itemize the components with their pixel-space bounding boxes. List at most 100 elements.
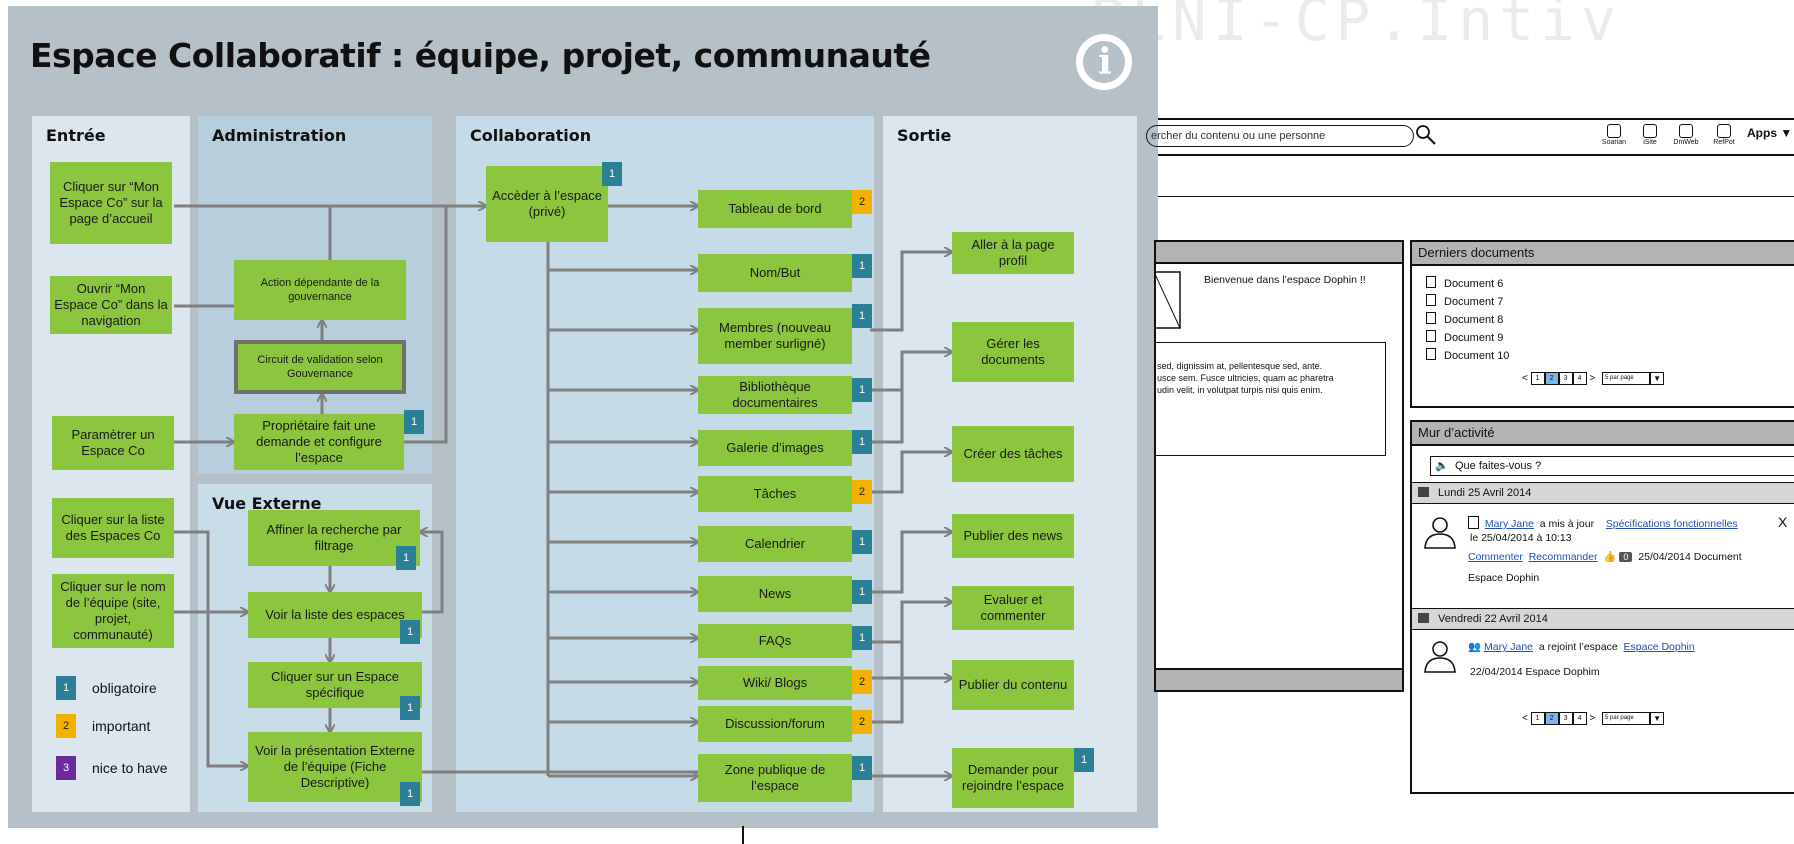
document-item[interactable]: Document 6 — [1426, 276, 1503, 290]
activity-time-2: 22/04/2014 Espace Dophim — [1470, 666, 1600, 678]
entree-box-5: Cliquer sur le nom de l’équipe (site, pr… — [52, 574, 174, 648]
badge-nom: 1 — [852, 254, 872, 278]
document-icon — [1426, 330, 1436, 342]
nav-separator — [1158, 196, 1794, 197]
lorem-line-2: usce sem. Fusce ultricies, quam ac phare… — [1157, 373, 1334, 383]
company-logo-ring — [1083, 41, 1125, 83]
thumbs-up-icon[interactable]: 👍 — [1603, 551, 1617, 563]
file-icon — [1468, 516, 1479, 529]
legend-label-2: important — [92, 718, 151, 734]
badge-news: 1 — [852, 580, 872, 604]
document-item[interactable]: Document 9 — [1426, 330, 1503, 344]
collab-box-acceder: Accèder à l’espace (privé) — [486, 166, 608, 242]
sortie-box-publier: Publier du contenu — [952, 660, 1074, 710]
legend-label-1: obligatoire — [92, 680, 157, 696]
legend-label-3: nice to have — [92, 760, 168, 776]
collab-item-taches: Tâches — [698, 476, 852, 512]
flow-connectors — [174, 6, 1158, 828]
document-item[interactable]: Document 7 — [1426, 294, 1503, 308]
close-icon[interactable]: X — [1778, 514, 1788, 530]
app-shortcut-isite[interactable]: iSite — [1630, 124, 1670, 146]
recent-documents-panel: Derniers documents Document 6 Document 7… — [1410, 240, 1794, 408]
sortie-box-documents: Gérer les documents — [952, 322, 1074, 382]
sortie-box-taches: Créer des tâches — [952, 426, 1074, 482]
document-icon — [1426, 312, 1436, 324]
sortie-box-rejoindre: Demander pour rejoindre l’espace — [952, 748, 1074, 808]
entree-box-3: Paramètrer un Espace Co — [52, 416, 174, 470]
comment-link[interactable]: Commenter — [1468, 551, 1523, 563]
badge-calendrier: 1 — [852, 530, 872, 554]
user-avatar-icon — [1424, 517, 1456, 549]
entree-box-4: Cliquer sur la liste des Espaces Co — [52, 498, 174, 558]
activity-wall-panel: Mur d’activité 🔈 Que faites-vous ? Lundi… — [1410, 420, 1794, 794]
divider-line — [742, 826, 744, 844]
user-link[interactable]: Mary Jane — [1484, 641, 1534, 653]
column-title-sortie: Sortie — [897, 126, 952, 145]
activity-line-2: 👥 Mary Jane a rejoint l’espace Espace Do… — [1468, 641, 1695, 653]
welcome-panel: Bienvenue dans l’espace Dophin !! sed, d… — [1154, 240, 1404, 692]
entree-box-2: Ouvrir “Mon Espace Co” dans la navigatio… — [50, 276, 172, 334]
collab-item-news: News — [698, 576, 852, 612]
collab-item-galerie: Galerie d’images — [698, 430, 852, 466]
sortie-box-profil: Aller à la page profil — [952, 232, 1074, 274]
company-logo-glyph: i — [1098, 41, 1112, 83]
speaker-icon: 🔈 — [1435, 460, 1449, 472]
vue-box-liste: Voir la liste des espaces — [248, 592, 422, 638]
collab-item-nom: Nom/But — [698, 254, 852, 292]
group-icon: 👥 — [1468, 641, 1482, 653]
legend-badge-3: 3 — [56, 756, 76, 780]
collab-item-calendrier: Calendrier — [698, 526, 852, 562]
space-link[interactable]: Espace Dophin — [1623, 641, 1695, 653]
document-icon — [1426, 294, 1436, 306]
user-avatar-icon — [1424, 641, 1456, 673]
sortie-box-news: Publier des news — [952, 514, 1074, 558]
sortie-box-evaluer: Evaluer et commenter — [952, 586, 1074, 630]
welcome-panel-header — [1156, 242, 1402, 264]
activity-actions-1: Commenter Recommander 👍 0 25/04/2014 Doc… — [1468, 551, 1742, 563]
welcome-text: Bienvenue dans l’espace Dophin !! — [1204, 274, 1366, 286]
welcome-panel-footer — [1156, 668, 1402, 690]
app-shortcut-refpot[interactable]: RefPot — [1704, 124, 1744, 146]
entree-box-1: Cliquer sur “Mon Espace Co” sur la page … — [50, 162, 172, 244]
document-icon — [1426, 348, 1436, 360]
activity-wall-title: Mur d’activité — [1412, 422, 1794, 446]
vue-box-affiner: Affiner la recherche par filtrage — [248, 510, 420, 566]
document-item[interactable]: Document 8 — [1426, 312, 1503, 326]
vue-box-cliquer: Cliquer sur un Espace spécifique — [248, 662, 422, 708]
search-icon[interactable] — [1414, 123, 1438, 147]
day-header-2: Vendredi 22 Avril 2014 — [1412, 608, 1794, 630]
badge-wiki: 2 — [852, 670, 872, 694]
status-input[interactable]: 🔈 Que faites-vous ? — [1430, 456, 1794, 476]
collab-item-wiki: Wiki/ Blogs — [698, 666, 852, 700]
search-input[interactable]: ercher du contenu ou une personne — [1146, 125, 1414, 147]
document-link[interactable]: Spécifications fonctionnelles — [1605, 518, 1738, 530]
slide-title: Espace Collaboratif : équipe, projet, co… — [30, 36, 931, 75]
column-title-entree: Entrée — [46, 126, 106, 145]
top-bar: ercher du contenu ou une personne Soaria… — [1146, 118, 1794, 156]
admin-box-action: Action dépendante de la gouvernance — [234, 260, 406, 320]
vue-box-presentation: Voir la présentation Externe de l’équipe… — [248, 732, 422, 802]
calendar-icon — [1418, 613, 1429, 623]
activity-line-1: Mary Jane a mis à jour Spécifications fo… — [1468, 516, 1738, 530]
user-link[interactable]: Mary Jane — [1484, 518, 1534, 530]
process-slide: Espace Collaboratif : équipe, projet, co… — [8, 6, 1158, 828]
collab-item-bibliotheque: Bibliothèque documentaires — [698, 376, 852, 414]
badge-presentation: 1 — [400, 782, 420, 806]
admin-box-proprietaire: Propriétaire fait une demande et configu… — [234, 414, 404, 470]
collab-item-zone-publique: Zone publique de l’espace — [698, 754, 852, 802]
collab-item-faqs: FAQs — [698, 624, 852, 658]
app-shortcut-dmweb[interactable]: DmWeb — [1666, 124, 1706, 146]
recommend-link[interactable]: Recommander — [1528, 551, 1598, 563]
legend-badge-1: 1 — [56, 676, 76, 700]
document-item[interactable]: Document 10 — [1426, 348, 1509, 362]
badge-proprietaire: 1 — [404, 410, 424, 434]
collab-item-membres: Membres (nouveau member surligné) — [698, 308, 852, 364]
column-title-vue-externe: Vue Externe — [212, 494, 322, 513]
activity-time-1: le 25/04/2014 à 10:13 — [1470, 532, 1572, 544]
app-shortcut-soarian[interactable]: Soarian — [1594, 124, 1634, 146]
badge-affiner: 1 — [396, 546, 416, 570]
apps-menu[interactable]: Apps ▼ — [1747, 126, 1793, 140]
admin-box-circuit: Circuit de validation selon Gouvernance — [234, 340, 406, 394]
